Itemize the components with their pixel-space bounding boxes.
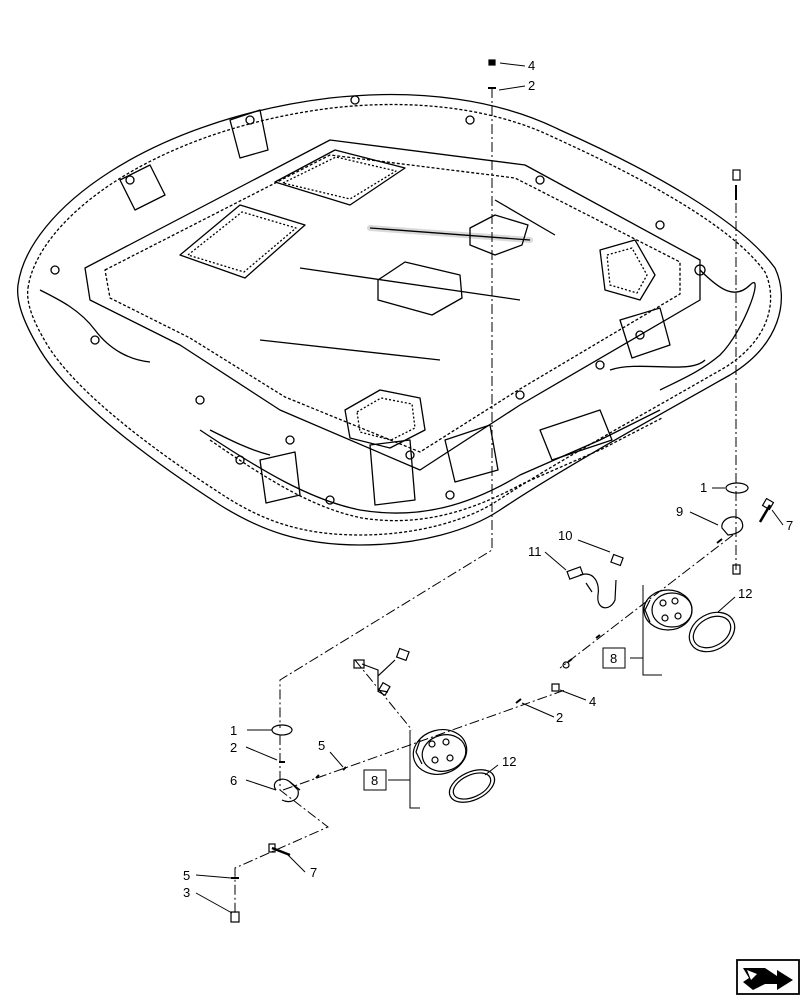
part-1-left-washer [271,724,293,736]
callout-10: 10 [558,528,572,543]
callout-3-left: 3 [183,885,190,900]
part-1-right-washer [725,482,749,494]
right-bottom-nut [732,564,741,575]
box-8-right [602,647,626,669]
part-12-center-lens [448,769,496,803]
part-2-mid-washer [515,698,522,704]
roof-assembly [16,93,782,546]
callout-2-mid: 2 [556,710,563,725]
callout-9-right: 9 [676,504,683,519]
callout-1-right: 1 [700,480,707,495]
part-8-right-lamp-housing [643,589,693,631]
part-6-left-clip [273,778,301,803]
right-top-nut [732,169,741,181]
part-10-11-harness [566,553,624,609]
callout-7-left: 7 [310,865,317,880]
box-8-left [363,769,387,791]
callout-7-right: 7 [786,518,793,533]
part-4-mid-nut [551,683,560,692]
next-page-arrow-icon[interactable] [736,959,800,995]
hardware-parts [230,59,775,923]
callout-leaders [195,62,784,914]
part-8-center-lamp-housing [412,729,468,775]
callout-8-right: 8 [610,651,617,666]
callout-11: 11 [528,544,542,559]
callout-2-left: 2 [230,740,237,755]
callout-4-top: 4 [528,58,535,73]
callout-4-mid: 4 [589,694,596,709]
mid-harness [353,647,410,697]
part-12-right-lens [688,611,736,653]
callout-12-top-right: 12 [738,586,752,601]
part-3-left-nut [230,911,240,923]
part-7-right-bolt [758,504,772,523]
callout-1-left: 1 [230,723,237,738]
callout-5-left: 5 [183,868,190,883]
callout-labels: 4 2 12 1 9 7 10 11 8 4 2 5 12 8 1 2 6 5 … [183,58,793,900]
callout-12-mid: 12 [502,754,516,769]
part-9-right-clip [721,516,744,536]
callout-5-mid: 5 [318,738,325,753]
callout-8-left: 8 [371,773,378,788]
part-4-top-nut [488,59,496,66]
center-lines [234,88,737,915]
callout-6-left: 6 [230,773,237,788]
callout-2-top: 2 [528,78,535,93]
part-5-mid-washer [315,766,347,779]
